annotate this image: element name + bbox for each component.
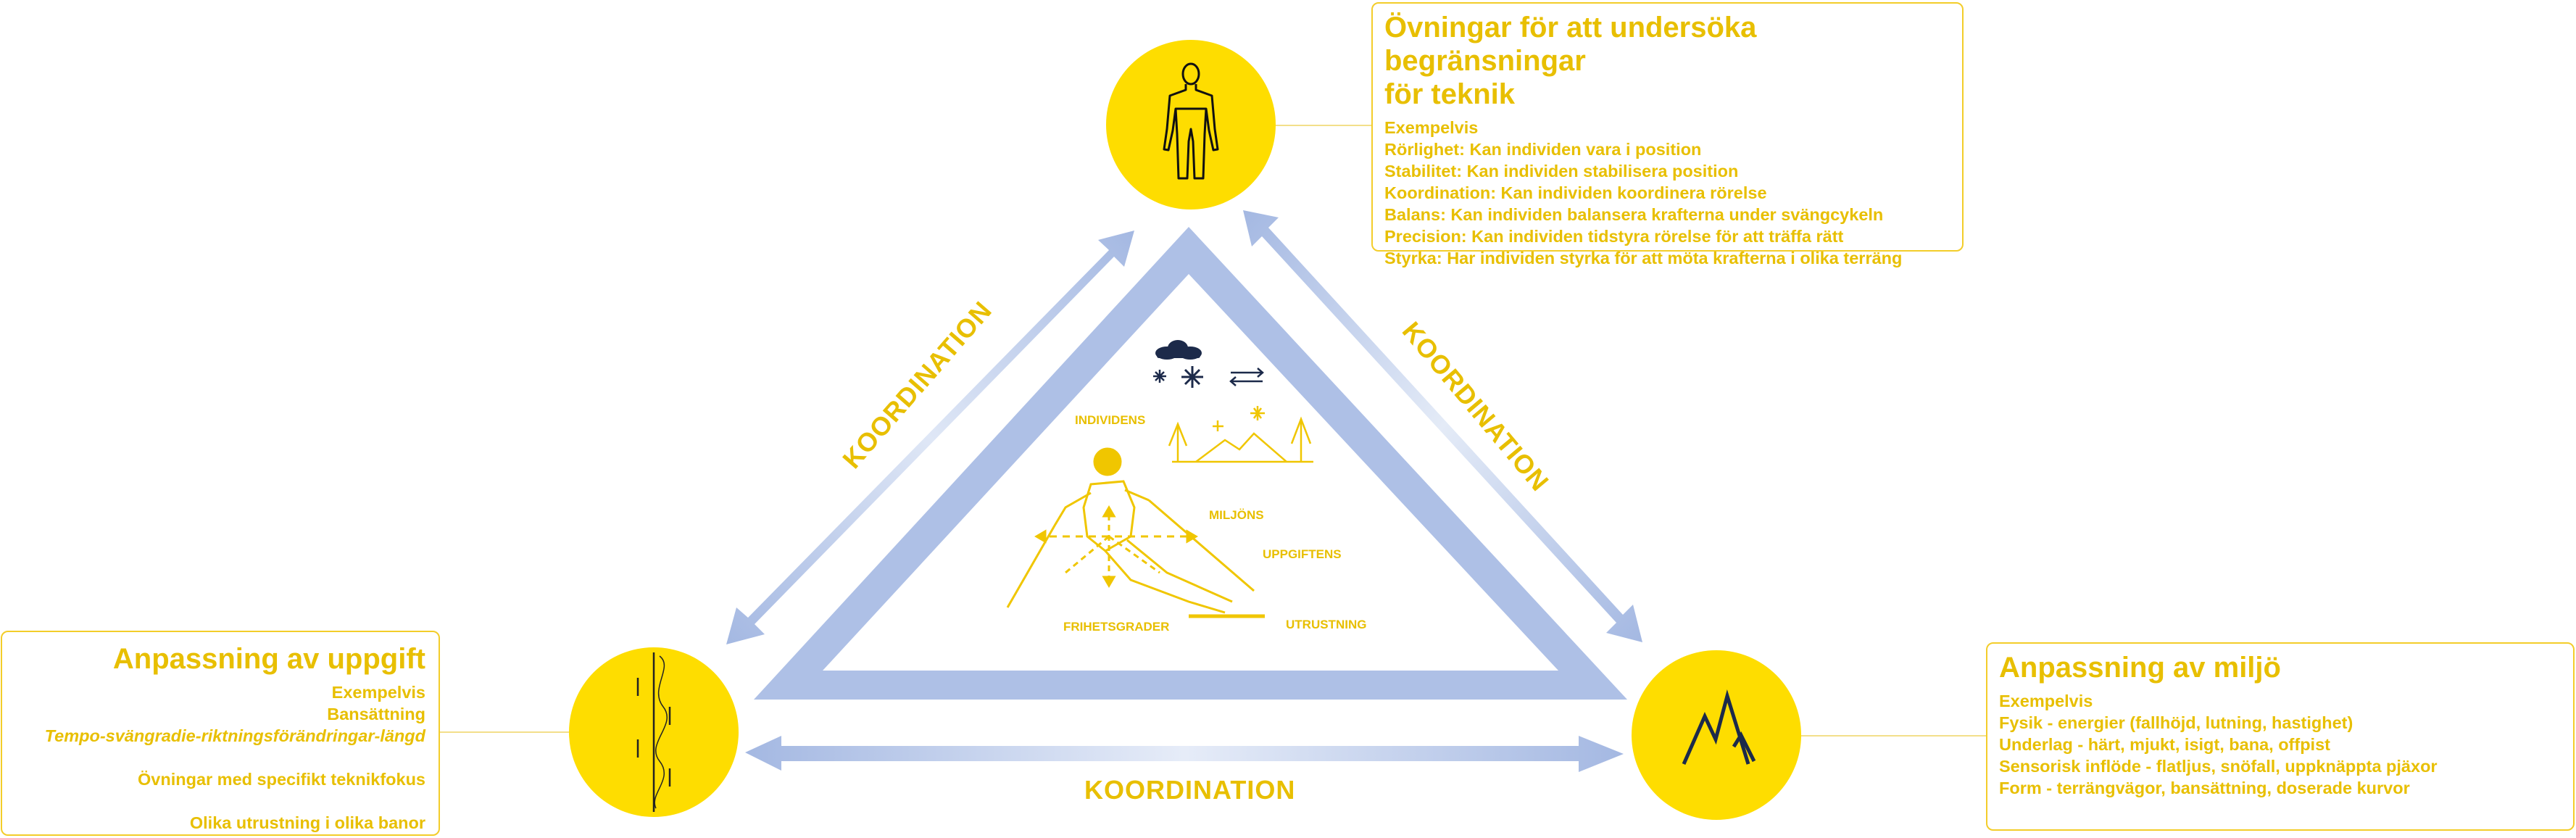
slalom-course-icon	[636, 652, 671, 812]
label-uppgiftens: UPPGIFTENS	[1263, 547, 1342, 561]
task-line: Övningar med specifikt teknikfokus	[138, 770, 425, 789]
label-individens: INDIVIDENS	[1075, 413, 1146, 427]
technique-box-title-line1: Övningar för att undersöka begränsningar	[1384, 12, 1757, 77]
environment-line: Underlag - härt, mjukt, isigt, bana, off…	[1999, 735, 2330, 754]
environment-line: Fysik - energier (fallhöjd, lutning, has…	[1999, 713, 2353, 732]
mountain-icon	[1682, 689, 1756, 766]
task-line: Bansättning	[327, 705, 425, 723]
snow-cloud-icon	[1155, 340, 1202, 360]
technique-box-title: Övningar för att undersöka begränsningar…	[1384, 11, 1950, 111]
snowflake-icon-1	[1153, 370, 1166, 383]
central-triangle	[754, 227, 1627, 700]
environment-line: Sensorisk inflöde - flatljus, snöfall, u…	[1999, 757, 2438, 776]
environment-line: Exempelvis	[1999, 692, 2093, 710]
environment-box-title: Anpassning av miljö	[1999, 652, 2281, 684]
swap-arrows-icon	[1229, 368, 1264, 386]
environment-box: Anpassning av miljö Exempelvis Fysik - e…	[1986, 642, 2575, 831]
landscape-illustration	[1168, 406, 1313, 463]
arrow-label-bottom: KOORDINATION	[1084, 775, 1296, 805]
technique-line: Precision: Kan individen tidstyra rörels…	[1384, 227, 1844, 246]
task-box: Anpassning av uppgift Exempelvis Bansätt…	[1, 631, 440, 836]
technique-box-title-line2: för teknik	[1384, 78, 1516, 110]
technique-line: Rörlighet: Kan individen vara i position	[1384, 140, 1702, 159]
technique-line: Styrka: Har individen styrka för att möt…	[1384, 249, 1903, 267]
task-line: Tempo-svängradie-riktningsförändringar-l…	[44, 726, 425, 745]
technique-line: Exempelvis	[1384, 118, 1479, 137]
circle-individual	[1106, 40, 1276, 210]
label-frihetsgrader: FRIHETSGRADER	[1063, 620, 1170, 634]
arrow-left	[726, 231, 1134, 644]
snowflake-icon-2	[1181, 366, 1203, 388]
label-utrustning: UTRUSTNING	[1286, 618, 1367, 631]
skier-illustration	[1006, 447, 1265, 618]
label-miljons: MILJÖNS	[1209, 508, 1264, 522]
technique-line: Koordination: Kan individen koordinera r…	[1384, 183, 1767, 202]
technique-box: Övningar för att undersöka begränsningar…	[1371, 2, 1964, 267]
task-line: Exempelvis	[331, 683, 425, 702]
arrow-bottom	[745, 736, 1624, 772]
human-body-icon	[1163, 62, 1219, 180]
environment-line: Form - terrängvägor, bansättning, dosera…	[1999, 779, 2410, 797]
technique-line: Balans: Kan individen balansera kraftern…	[1384, 205, 1884, 224]
task-line: Olika utrustning i olika banor	[189, 813, 425, 832]
task-box-title: Anpassning av uppgift	[112, 643, 425, 675]
technique-line: Stabilitet: Kan individen stabilisera po…	[1384, 162, 1739, 181]
arrow-right	[1243, 210, 1642, 642]
